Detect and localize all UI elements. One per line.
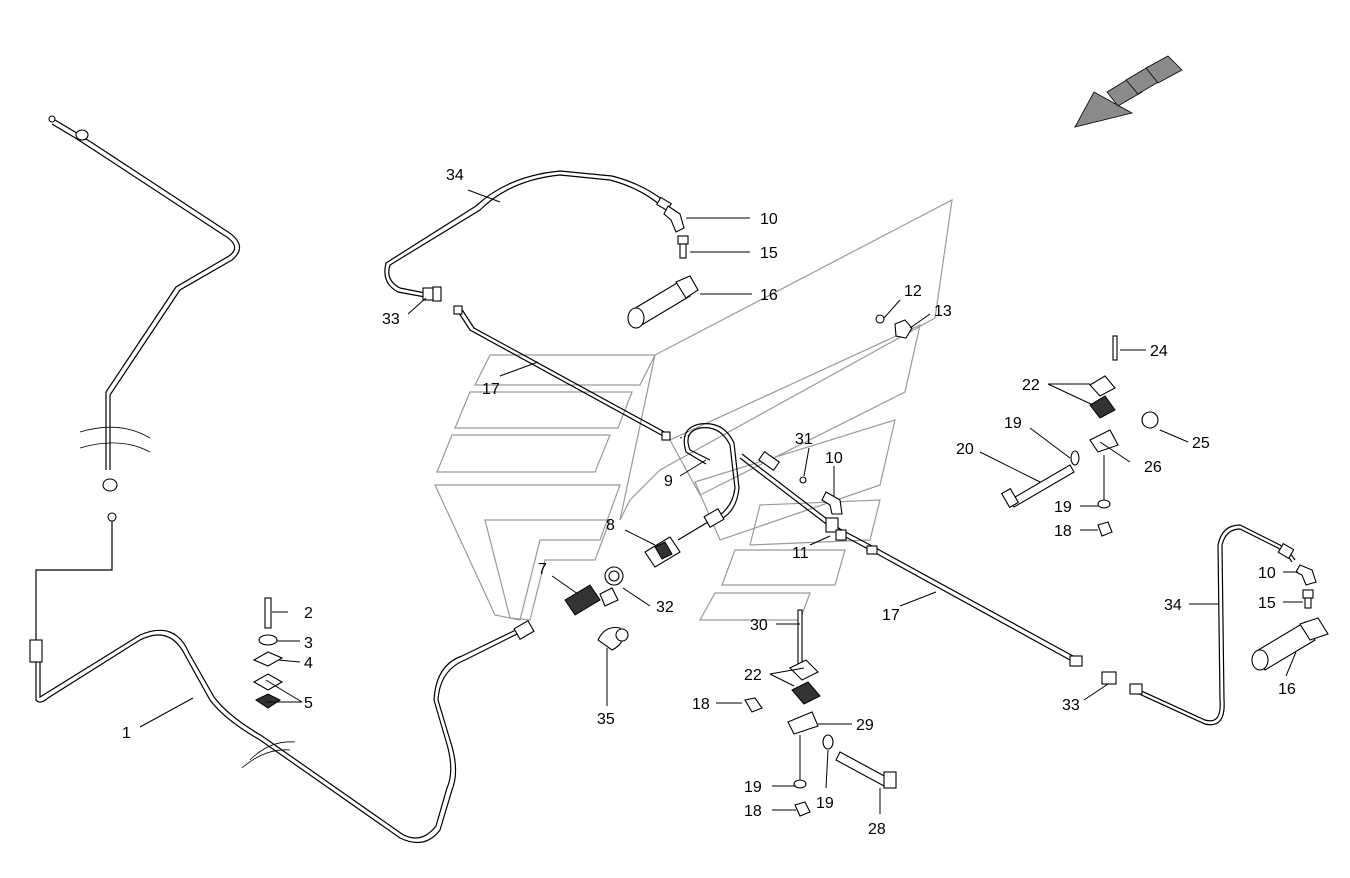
tee-fitting-11 [825, 517, 847, 541]
callout-10-upper: 10 [760, 211, 778, 228]
callout-33-lower: 33 [1062, 697, 1080, 714]
callout-2: 2 [304, 605, 313, 622]
callout-31: 31 [795, 431, 813, 448]
cylinder-16-upper [627, 275, 699, 329]
callout-19-right-lower: 19 [1054, 499, 1072, 516]
callout-labels: 1 2 3 4 5 7 8 9 10 10 10 11 12 13 15 15 … [122, 167, 1296, 838]
callout-22-lower: 22 [744, 667, 762, 684]
adapter-8 [644, 521, 709, 568]
callout-5: 5 [304, 695, 313, 712]
callout-10-right: 10 [1258, 565, 1276, 582]
hydraulic-line-1 [29, 115, 535, 844]
callout-7: 7 [538, 561, 547, 578]
hose-9 [679, 423, 740, 528]
hose-34-upper [384, 170, 685, 298]
callout-15-right: 15 [1258, 595, 1276, 612]
callout-16-right: 16 [1278, 681, 1296, 698]
travel-direction-arrow-icon [1074, 55, 1183, 128]
callout-15-upper: 15 [760, 245, 778, 262]
nut-13 [894, 319, 913, 339]
callout-22-right: 22 [1022, 377, 1040, 394]
callout-30: 30 [750, 617, 768, 634]
callout-29: 29 [856, 717, 874, 734]
callout-11: 11 [792, 545, 809, 562]
fitting-15-lower [1302, 589, 1314, 609]
elbow-10-middle [821, 491, 843, 515]
callout-10-middle: 10 [825, 450, 843, 467]
callout-13: 13 [934, 303, 952, 320]
callout-34-upper: 34 [446, 167, 464, 184]
fitting-15-upper [677, 235, 689, 259]
cap-35 [597, 626, 629, 651]
leader-lines [139, 189, 1303, 814]
pipe-17-upper [453, 305, 671, 441]
callout-19-lower-right: 19 [816, 795, 834, 812]
callout-18-lower-bottom: 18 [744, 803, 762, 820]
fitting-33-lower [1101, 671, 1117, 685]
cap-32 [604, 566, 624, 586]
callout-8: 8 [606, 517, 615, 534]
callout-9: 9 [664, 473, 673, 490]
callout-25: 25 [1192, 435, 1210, 452]
callout-18-right: 18 [1054, 523, 1072, 540]
callout-17-lower: 17 [882, 607, 900, 624]
callout-34-right: 34 [1164, 597, 1182, 614]
callout-33-upper: 33 [382, 311, 400, 328]
callout-32: 32 [656, 599, 674, 616]
clamp-assembly-2-5 [252, 597, 284, 709]
callout-24: 24 [1150, 343, 1168, 360]
nut-12 [875, 314, 885, 324]
clamp-assembly-18-26 [1000, 335, 1159, 537]
callout-1: 1 [122, 725, 131, 742]
callout-17-upper: 17 [482, 381, 500, 398]
callout-26: 26 [1144, 459, 1162, 476]
callout-35: 35 [597, 711, 615, 728]
callout-12: 12 [904, 283, 922, 300]
washer-31 [799, 476, 807, 484]
callout-4: 4 [304, 655, 313, 672]
callout-20: 20 [956, 441, 974, 458]
pipe-17-lower [739, 450, 1083, 667]
cylinder-16-lower [1251, 617, 1329, 671]
coupling-7 [564, 584, 619, 616]
fitting-33-upper [422, 286, 442, 302]
callout-19-lower-left: 19 [744, 779, 762, 796]
callout-18-lower-left: 18 [692, 696, 710, 713]
callout-3: 3 [304, 635, 313, 652]
callout-16-upper: 16 [760, 287, 778, 304]
clamp-assembly-18-30 [744, 609, 897, 817]
callout-19-right-upper: 19 [1004, 415, 1022, 432]
brand-logo-watermark [434, 198, 953, 621]
callout-28: 28 [868, 821, 886, 838]
